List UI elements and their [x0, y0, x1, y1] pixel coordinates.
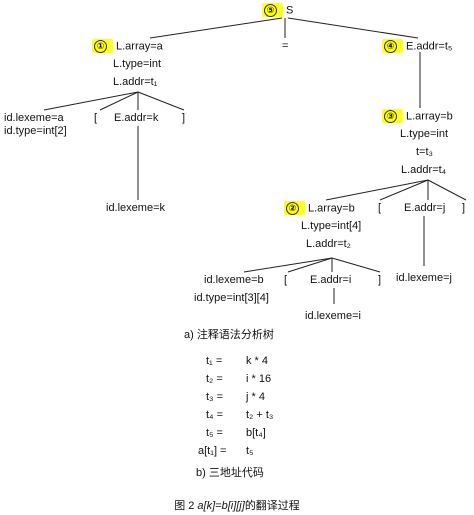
edge — [287, 257, 333, 273]
right-bracket: ] — [378, 274, 382, 286]
node-2: ② L.array=b — [284, 201, 355, 216]
node-3-line: L.addr=t₄ — [401, 164, 447, 176]
tree-edges — [43, 17, 467, 304]
edge — [243, 257, 333, 273]
edge — [325, 179, 429, 201]
node-1: ① L.array=a — [92, 39, 163, 54]
id-a-node: id.lexeme=a id.type=int[2] — [4, 112, 67, 138]
node-3-line: L.array=b — [406, 110, 453, 123]
id-b-node: id.lexeme=b — [204, 274, 264, 287]
node-4: ④ E.addr=t₅ — [382, 39, 453, 54]
node-3-line: L.type=int — [400, 128, 449, 140]
right-bracket: ] — [182, 112, 186, 124]
code-row: t₅ =b[t₄] — [206, 427, 266, 439]
left-bracket: [ — [284, 274, 288, 286]
code-row: t₄ =t₂ + t₃ — [206, 409, 274, 421]
circled-number-badge: ④ — [384, 40, 397, 53]
id-i-node: id.lexeme=i — [305, 310, 361, 322]
node-line: id.type=int[2] — [4, 125, 67, 137]
e-j-node: E.addr=j — [404, 202, 446, 214]
edge — [379, 179, 429, 201]
node-2-line: L.addr=t₂ — [306, 238, 351, 250]
code-row: t₃ =j * 4 — [206, 391, 265, 403]
equals-node: = — [282, 40, 289, 52]
left-bracket: [ — [94, 112, 98, 124]
edge — [287, 17, 419, 39]
edge — [427, 179, 467, 201]
edge — [137, 91, 185, 111]
node-line: id.type=int[3][4] — [194, 292, 269, 304]
node-1-line: L.array=a — [116, 40, 163, 53]
edge — [43, 91, 139, 111]
node-2-line: L.array=b — [308, 202, 355, 215]
circled-number-badge: ③ — [384, 110, 397, 123]
figure-expression: a[k]=b[i][j] — [197, 500, 245, 512]
caption-b: b) 三地址代码 — [196, 467, 264, 479]
left-bracket: [ — [378, 202, 382, 214]
figure-caption: 图 2 a[k]=b[i][j]的翻译过程 — [174, 500, 300, 512]
node-2-line: L.type=int[4] — [301, 220, 362, 232]
id-j-node: id.lexeme=j — [396, 272, 452, 284]
node-4-label: E.addr=t₅ — [406, 40, 453, 53]
three-address-code: t₁ =k * 4 t₂ =i * 16 t₃ =j * 4 t₄ =t₂ + … — [198, 352, 274, 460]
code-row: t₁ =k * 4 — [206, 355, 269, 367]
circled-number-badge: ① — [94, 40, 107, 53]
root-label: S — [286, 4, 294, 17]
e-k-node: E.addr=k — [114, 112, 159, 124]
edge — [149, 17, 283, 39]
e-i-node: E.addr=i — [310, 274, 352, 286]
code-row: t₂ =i * 16 — [206, 373, 272, 385]
node-line: id.lexeme=b — [204, 274, 264, 286]
code-row: a[t₁] =t₅ — [198, 445, 254, 457]
node-line: id.lexeme=a — [4, 112, 64, 124]
circled-number-badge: ⑤ — [264, 4, 277, 17]
edge — [99, 91, 139, 111]
caption-a: a) 注释语法分析树 — [184, 329, 274, 341]
id-k-node: id.lexeme=k — [106, 202, 166, 214]
edge — [331, 257, 381, 273]
node-1-line: L.addr=t₁ — [113, 76, 158, 88]
right-bracket: ] — [462, 202, 466, 214]
node-3-line: t=t₃ — [416, 146, 434, 158]
circled-number-badge: ② — [286, 202, 299, 215]
node-3: ③ L.array=b — [382, 109, 453, 124]
node-1-line: L.type=int — [113, 58, 162, 70]
